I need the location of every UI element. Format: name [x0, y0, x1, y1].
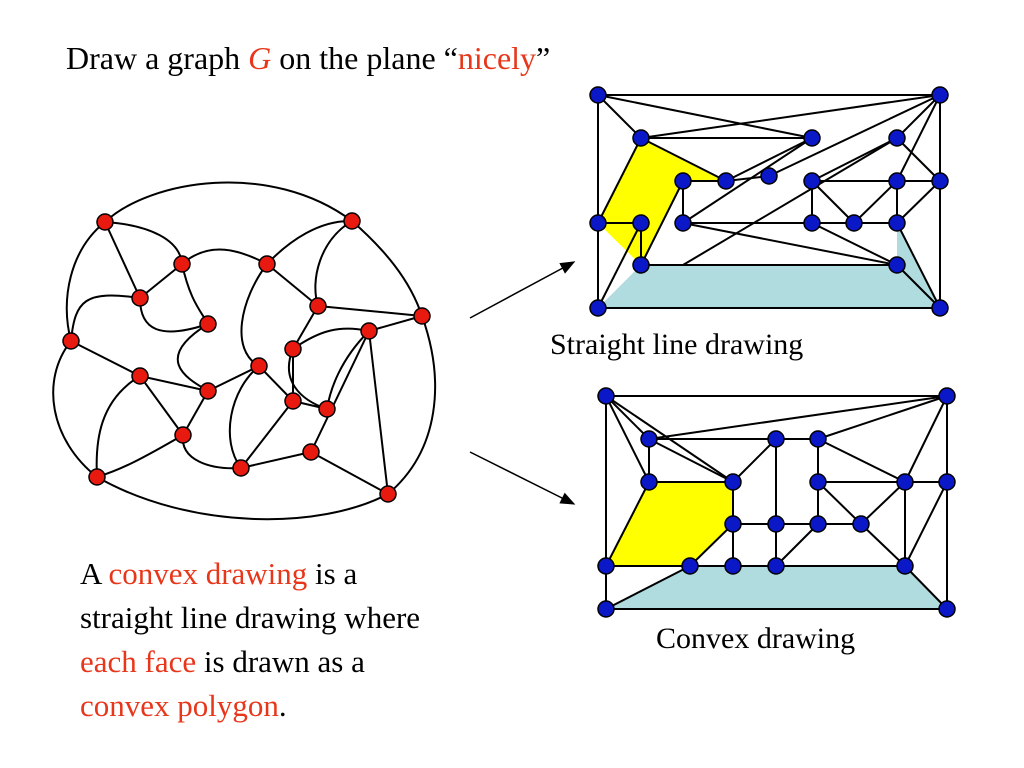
graph-node — [173, 255, 191, 273]
graph-node — [284, 340, 302, 358]
arrow-to-straight-line — [469, 261, 576, 319]
graph-node — [767, 515, 785, 533]
graph-node — [597, 387, 615, 405]
graph-node — [931, 86, 949, 104]
definition-paragraph: A convex drawing is a straight line draw… — [80, 552, 540, 728]
para-term-convex-drawing: convex drawing — [108, 556, 308, 591]
para-line-2: straight line drawing where — [80, 596, 540, 640]
graph-node — [931, 172, 949, 190]
convex-drawing — [597, 387, 956, 618]
graph-node — [888, 129, 906, 147]
graph-node — [717, 172, 735, 190]
para-line-1: A convex drawing is a — [80, 552, 540, 596]
graph-node — [379, 485, 397, 503]
para-text: is drawn as a — [196, 644, 365, 679]
title-prefix: Draw a graph — [66, 40, 249, 76]
graph-node — [302, 443, 320, 461]
graph-node — [724, 557, 742, 575]
graph-node — [888, 172, 906, 190]
graph-node — [96, 213, 114, 231]
graph-node — [803, 129, 821, 147]
graph-node — [931, 299, 949, 317]
graph-node — [597, 600, 615, 618]
graph-node — [258, 255, 276, 273]
graph-node — [589, 86, 607, 104]
graph-node — [803, 172, 821, 190]
graph-node — [250, 357, 268, 375]
yellow-face — [598, 138, 726, 265]
graph-node — [809, 515, 827, 533]
curved-graph-nodes — [62, 212, 431, 503]
graph-node — [413, 307, 431, 325]
convex-caption: Convex drawing — [656, 622, 856, 655]
graph-node — [938, 387, 956, 405]
graph-node — [284, 392, 302, 410]
para-text: . — [278, 688, 287, 723]
graph-node — [674, 172, 692, 190]
para-term-convex-polygon: convex polygon — [80, 688, 279, 723]
graph-node — [640, 473, 658, 491]
graph-node — [896, 473, 914, 491]
para-text: is a — [307, 556, 358, 591]
graph-node — [809, 473, 827, 491]
graph-node — [888, 256, 906, 274]
graph-node — [888, 214, 906, 232]
graph-node — [724, 515, 742, 533]
graph-node — [589, 299, 607, 317]
graph-node — [199, 315, 217, 333]
yellow-face — [606, 482, 733, 566]
graph-node — [199, 382, 217, 400]
title-suffix: ” — [536, 40, 551, 76]
graph-node — [131, 367, 149, 385]
straight-line-drawing — [589, 86, 949, 317]
graph-node — [852, 515, 870, 533]
graph-node — [309, 297, 327, 315]
graph-node — [674, 214, 692, 232]
title-highlight: nicely — [457, 40, 537, 76]
graph-node — [845, 214, 863, 232]
para-line-3: each face is drawn as a — [80, 640, 540, 684]
graph-node — [232, 459, 250, 477]
para-term-each-face: each face — [80, 644, 197, 679]
title-graph-symbol: G — [248, 40, 272, 76]
graph-node — [724, 473, 742, 491]
graph-node — [62, 332, 80, 350]
graph-node — [88, 468, 106, 486]
graph-node — [597, 557, 615, 575]
graph-node — [589, 214, 607, 232]
graph-node — [767, 557, 785, 575]
graph-node — [809, 430, 827, 448]
graph-node — [632, 214, 650, 232]
graph-node — [896, 557, 914, 575]
graph-node — [632, 129, 650, 147]
graph-node — [131, 289, 149, 307]
graph-node — [938, 600, 956, 618]
graph-node — [632, 256, 650, 274]
straight-line-caption: Straight line drawing — [550, 328, 804, 361]
para-text: straight line drawing where — [80, 600, 421, 635]
title-middle: on the plane “ — [271, 40, 458, 76]
graph-node — [938, 473, 956, 491]
para-text: A — [80, 556, 109, 591]
arrow-to-convex — [469, 451, 576, 505]
graph-node — [681, 557, 699, 575]
graph-node — [760, 167, 778, 185]
lightblue-face — [606, 566, 947, 609]
graph-node — [318, 400, 336, 418]
graph-node — [343, 212, 361, 230]
graph-node — [640, 430, 658, 448]
graph-node — [174, 426, 192, 444]
graph-node — [767, 430, 785, 448]
graph-node — [360, 322, 378, 340]
slide-title: Draw a graph G on the plane “nicely” — [66, 38, 550, 78]
graph-node — [803, 214, 821, 232]
para-line-4: convex polygon. — [80, 684, 540, 728]
